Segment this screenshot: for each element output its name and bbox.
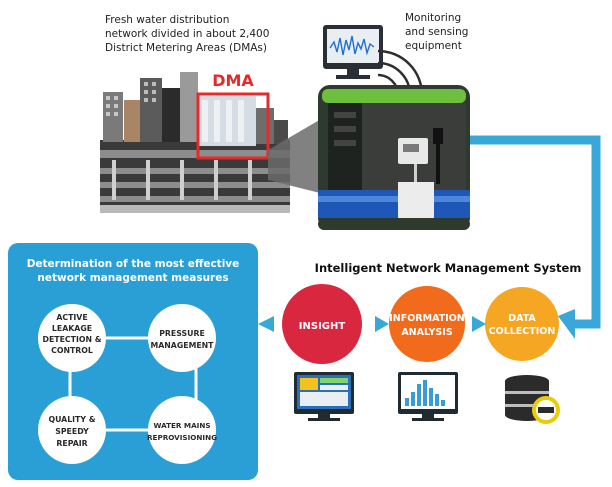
data-collection-circle (485, 287, 559, 361)
system-title: Intelligent Network Management System (315, 261, 582, 275)
insight-circle (282, 284, 362, 364)
city-illustration (100, 72, 290, 213)
data-collection-label-line2: COLLECTION (489, 326, 556, 337)
measure-water-mains-line2: REPROVISIONING (147, 433, 217, 442)
arrow-insight-to-measures (258, 316, 274, 332)
arrow-collection-to-analysis (472, 316, 486, 332)
arrow-analysis-to-insight (375, 316, 389, 332)
flow-line (470, 135, 601, 329)
measure-pressure-line1: PRESSURE (159, 329, 205, 338)
measure-active-leakage-line2: LEAKAGE (52, 324, 92, 333)
measures-title-line1: Determination of the most effective (27, 258, 240, 270)
dma-highlight-box (196, 92, 270, 160)
monitor-caption-line1: Monitoring (405, 12, 461, 24)
information-analysis-label-line1: INFORMATION (389, 313, 465, 324)
analysis-chart-monitor-icon (398, 372, 458, 421)
measure-water-mains-line1: WATER MAINS (153, 421, 210, 430)
dma-caption-line3: District Metering Areas (DMAs) (105, 42, 267, 54)
dma-caption-line2: network divided in about 2,400 (105, 28, 269, 40)
monitor-caption-line3: equipment (405, 40, 462, 52)
data-collection-label-line1: DATA (508, 313, 536, 324)
monitor-caption-line2: and sensing (405, 26, 468, 38)
sensing-chamber (318, 85, 470, 230)
measures-title-line2: network management measures (37, 272, 228, 284)
insight-label: INSIGHT (299, 321, 346, 332)
flow-arrow-from-equipment (558, 309, 575, 339)
measures-ring (68, 336, 198, 432)
measure-active-leakage-line4: CONTROL (51, 346, 93, 355)
measure-active-leakage-circle (38, 304, 106, 372)
measure-active-leakage-line1: ACTIVE (56, 313, 87, 322)
database-search-icon (505, 375, 560, 424)
measure-quality-repair-circle (38, 396, 106, 464)
information-analysis-label-line2: ANALYSIS (401, 327, 452, 338)
measure-quality-repair-line2: SPEEDY (55, 427, 89, 436)
monitor-icon (323, 25, 383, 79)
dma-caption-line1: Fresh water distribution (105, 14, 229, 26)
measure-water-mains-circle (148, 396, 216, 464)
measure-pressure-circle (148, 304, 216, 372)
measure-quality-repair-line3: REPAIR (56, 439, 87, 448)
dma-label: DMA (212, 71, 254, 90)
measure-pressure-line2: MANAGEMENT (150, 341, 214, 350)
measure-quality-repair-line1: QUALITY & (48, 415, 95, 424)
information-analysis-circle (389, 286, 465, 362)
dashboard-monitor-icon (294, 372, 354, 421)
measure-active-leakage-line3: DETECTION & (42, 335, 101, 344)
